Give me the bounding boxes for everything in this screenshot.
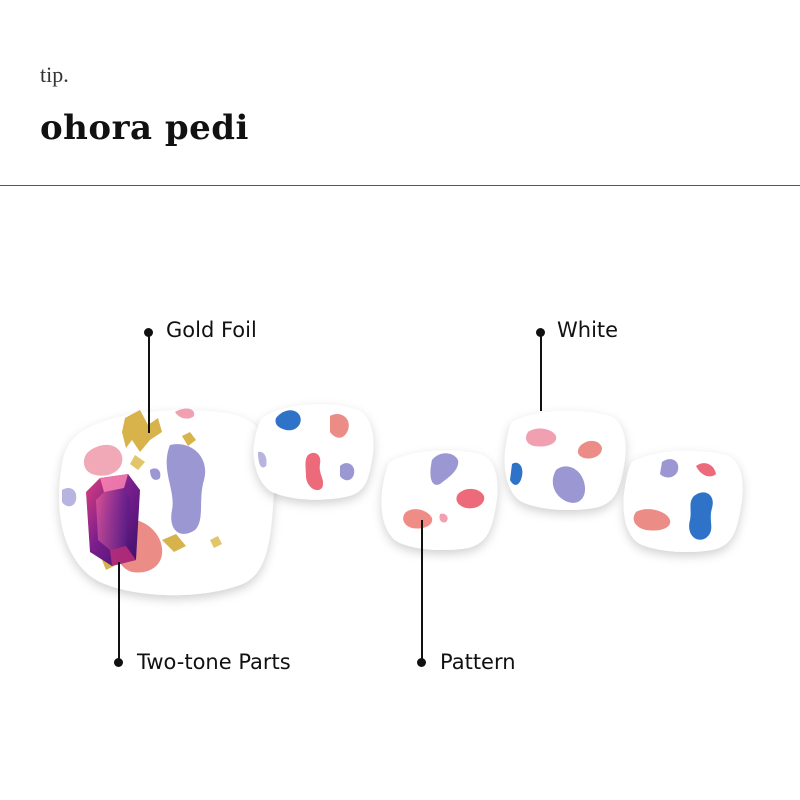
callout-label-white: White	[557, 318, 619, 342]
callout-line-two-tone-parts	[118, 562, 120, 662]
page-title: ohora pedi	[40, 108, 249, 148]
callout-dot-white	[536, 328, 545, 337]
callout-label-two-tone-parts: Two-tone Parts	[137, 650, 291, 674]
header-divider	[0, 185, 800, 186]
toe-nail-5	[623, 450, 743, 552]
callout-line-gold-foil	[148, 333, 150, 433]
callout-label-gold-foil: Gold Foil	[166, 318, 257, 342]
callout-dot-gold-foil	[144, 328, 153, 337]
toe-nail-2	[253, 404, 374, 500]
callout-dot-pattern	[417, 658, 426, 667]
big-toe-nail	[59, 408, 275, 596]
toe-nail-3	[381, 450, 498, 550]
callout-line-white	[540, 333, 542, 411]
toe-nail-4	[504, 410, 626, 510]
page-subtitle: tip.	[40, 62, 69, 87]
callout-dot-two-tone-parts	[114, 658, 123, 667]
gem-stone	[86, 474, 140, 566]
callout-line-pattern	[421, 520, 423, 662]
callout-label-pattern: Pattern	[440, 650, 516, 674]
